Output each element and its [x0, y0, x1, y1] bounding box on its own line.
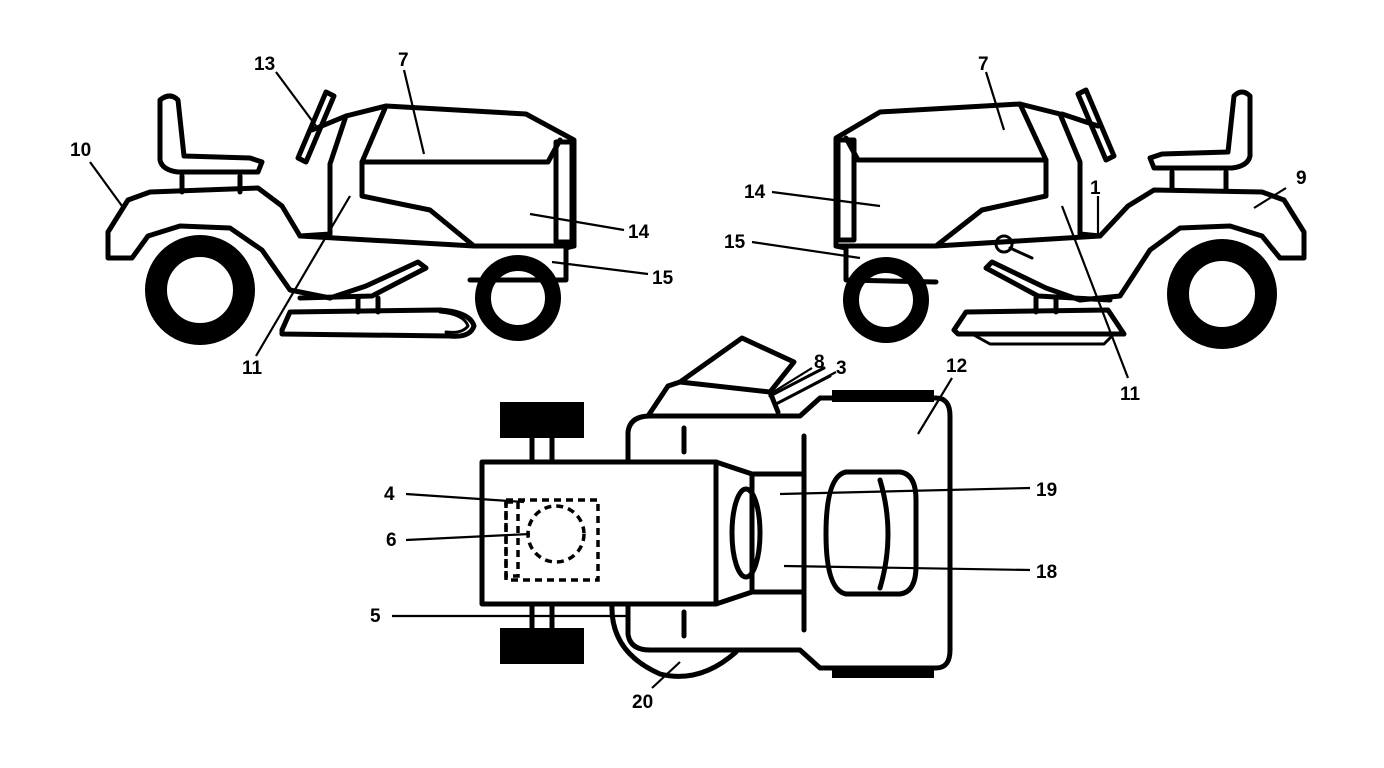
steering-wheel-top: [729, 486, 763, 580]
callout-13-left: 13: [254, 54, 275, 75]
callout-18-top: 18: [1036, 562, 1057, 583]
hood-side: [359, 159, 577, 249]
callout-6-top: 6: [386, 530, 397, 551]
seat-back-top: [877, 477, 891, 591]
rear-wheel-right: [1167, 239, 1277, 349]
left-view-callouts: 10 13 7 14 15 11: [70, 50, 674, 379]
hood-taper: [713, 459, 755, 607]
callout-20-top: 20: [632, 692, 653, 713]
rear-body-top: [625, 395, 953, 671]
front-axle-top: [529, 435, 555, 631]
tractor-left-side-view: [105, 89, 577, 345]
callout-15-left: 15: [652, 268, 674, 289]
seat-right: [1147, 89, 1253, 171]
callout-11-right: 11: [1120, 384, 1141, 405]
grille-right: [835, 137, 857, 243]
deck-skirt-right: [970, 332, 1116, 346]
callout-8-top: 8: [814, 352, 825, 373]
footrest: [297, 259, 429, 301]
rear-wheel: [145, 235, 255, 345]
front-bumper-arc: [609, 601, 739, 679]
seat-post: [179, 173, 243, 195]
callout-5-top: 5: [370, 606, 381, 627]
front-wheel-right: [843, 257, 929, 343]
deck-hanger: [355, 295, 381, 315]
seat: [157, 93, 265, 175]
callout-11-left: 11: [242, 358, 263, 379]
callout-1-right: 1: [1090, 178, 1101, 199]
mower-deck-right: [951, 307, 1127, 337]
deck-hanger-right: [1033, 295, 1059, 315]
callout-9-right: 9: [1296, 168, 1307, 189]
seat-post-right: [1169, 169, 1229, 193]
left-view-leaders: [89, 69, 649, 357]
steering-wheel: [295, 89, 337, 165]
right-view-callouts: 7 14 15 1 9 11: [724, 54, 1307, 405]
callout-19-top: 19: [1036, 480, 1057, 501]
tractor-right-side-view: [833, 87, 1307, 349]
grille: [553, 139, 575, 245]
seat-top: [823, 469, 919, 597]
callout-10-left: 10: [70, 140, 91, 161]
hood-top: [479, 459, 719, 607]
callout-7-right: 7: [978, 54, 989, 75]
steering-column-right: [1059, 111, 1101, 129]
callout-7-left: 7: [398, 50, 409, 71]
hood-side-right: [833, 157, 1049, 249]
front-wheel: [475, 255, 561, 341]
front-left-tire-top: [500, 402, 584, 438]
callout-14-left: 14: [628, 222, 650, 243]
discharge-chute-top: [645, 335, 797, 419]
callout-4-top: 4: [384, 484, 395, 505]
front-right-tire-top: [500, 628, 584, 664]
lever-handle: [1008, 246, 1034, 260]
small-part-outline: [504, 500, 520, 578]
callout-15-right: 15: [724, 232, 746, 253]
frame-line: [297, 233, 477, 249]
steering-wheel-right: [1075, 87, 1117, 163]
top-view-callouts: 8 3 12 4 6 19 18 5 20: [370, 352, 1057, 713]
callout-3-top: 3: [836, 358, 847, 379]
steering-column: [309, 113, 349, 133]
frame-line-right: [933, 233, 1103, 249]
deck-chute: [438, 310, 470, 334]
top-view-leaders: [392, 367, 1031, 689]
footrest-right: [983, 259, 1113, 303]
mower-deck: [279, 307, 477, 339]
callout-14-right: 14: [744, 182, 766, 203]
fuel-cap-outline: [526, 504, 586, 564]
right-view-leaders: [751, 71, 1287, 379]
lever-knob: [994, 234, 1014, 254]
tractor-top-view: [479, 335, 953, 679]
callout-12-top: 12: [946, 356, 967, 377]
